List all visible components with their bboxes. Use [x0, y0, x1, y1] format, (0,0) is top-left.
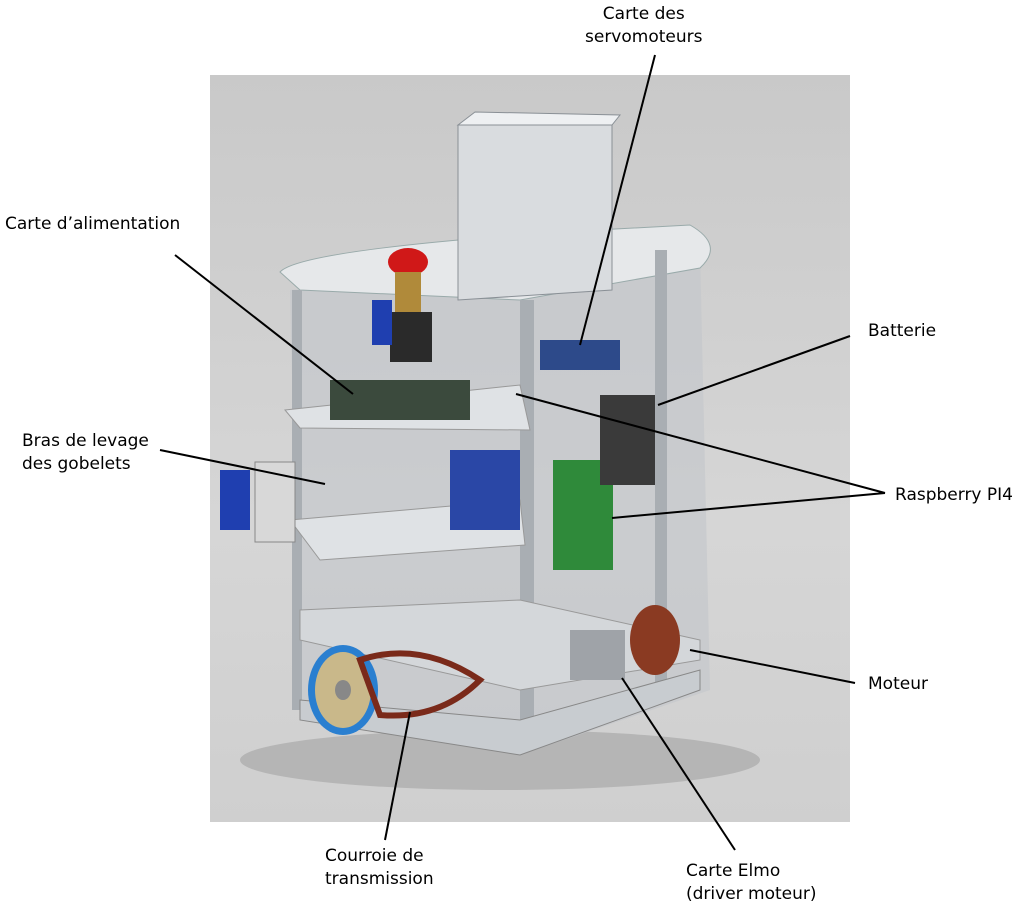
leader-lines: [159, 54, 886, 851]
line-servo: [579, 54, 656, 346]
label-moteur: Moteur: [868, 674, 928, 694]
label-line: transmission: [325, 869, 434, 889]
line-alimentation: [174, 254, 354, 395]
label-raspberry: Raspberry PI4: [895, 485, 1013, 505]
line-raspberry-1: [515, 393, 886, 494]
line-elmo: [621, 677, 736, 851]
label-line: (driver moteur): [686, 884, 817, 904]
label-bras-levage: Bras de levage des gobelets: [22, 430, 149, 476]
elmo-board: [570, 630, 625, 680]
emergency-button: [388, 248, 428, 276]
floor-shadow: [240, 730, 760, 790]
power-board: [330, 380, 470, 420]
line-bras: [159, 449, 326, 485]
motor: [630, 605, 680, 675]
label-courroie: Courroie de transmission: [325, 845, 434, 891]
label-line: Bras de levage: [22, 431, 149, 451]
label-line: des gobelets: [22, 454, 131, 474]
label-line: servomoteurs: [585, 27, 703, 47]
label-carte-servomoteurs: Carte des servomoteurs: [585, 3, 702, 49]
label-carte-elmo: Carte Elmo (driver moteur): [686, 860, 817, 906]
label-line: Carte Elmo: [686, 861, 781, 881]
battery: [600, 395, 655, 485]
line-raspberry-2: [611, 492, 886, 519]
line-moteur: [689, 649, 856, 684]
label-line: Carte des: [602, 4, 685, 24]
label-line: Courroie de: [325, 846, 424, 866]
line-batterie: [657, 335, 851, 406]
tower: [457, 124, 613, 301]
label-carte-alimentation: Carte d’alimentation: [5, 214, 181, 234]
label-batterie: Batterie: [868, 321, 937, 341]
line-courroie: [384, 711, 411, 841]
belt: [356, 650, 485, 719]
